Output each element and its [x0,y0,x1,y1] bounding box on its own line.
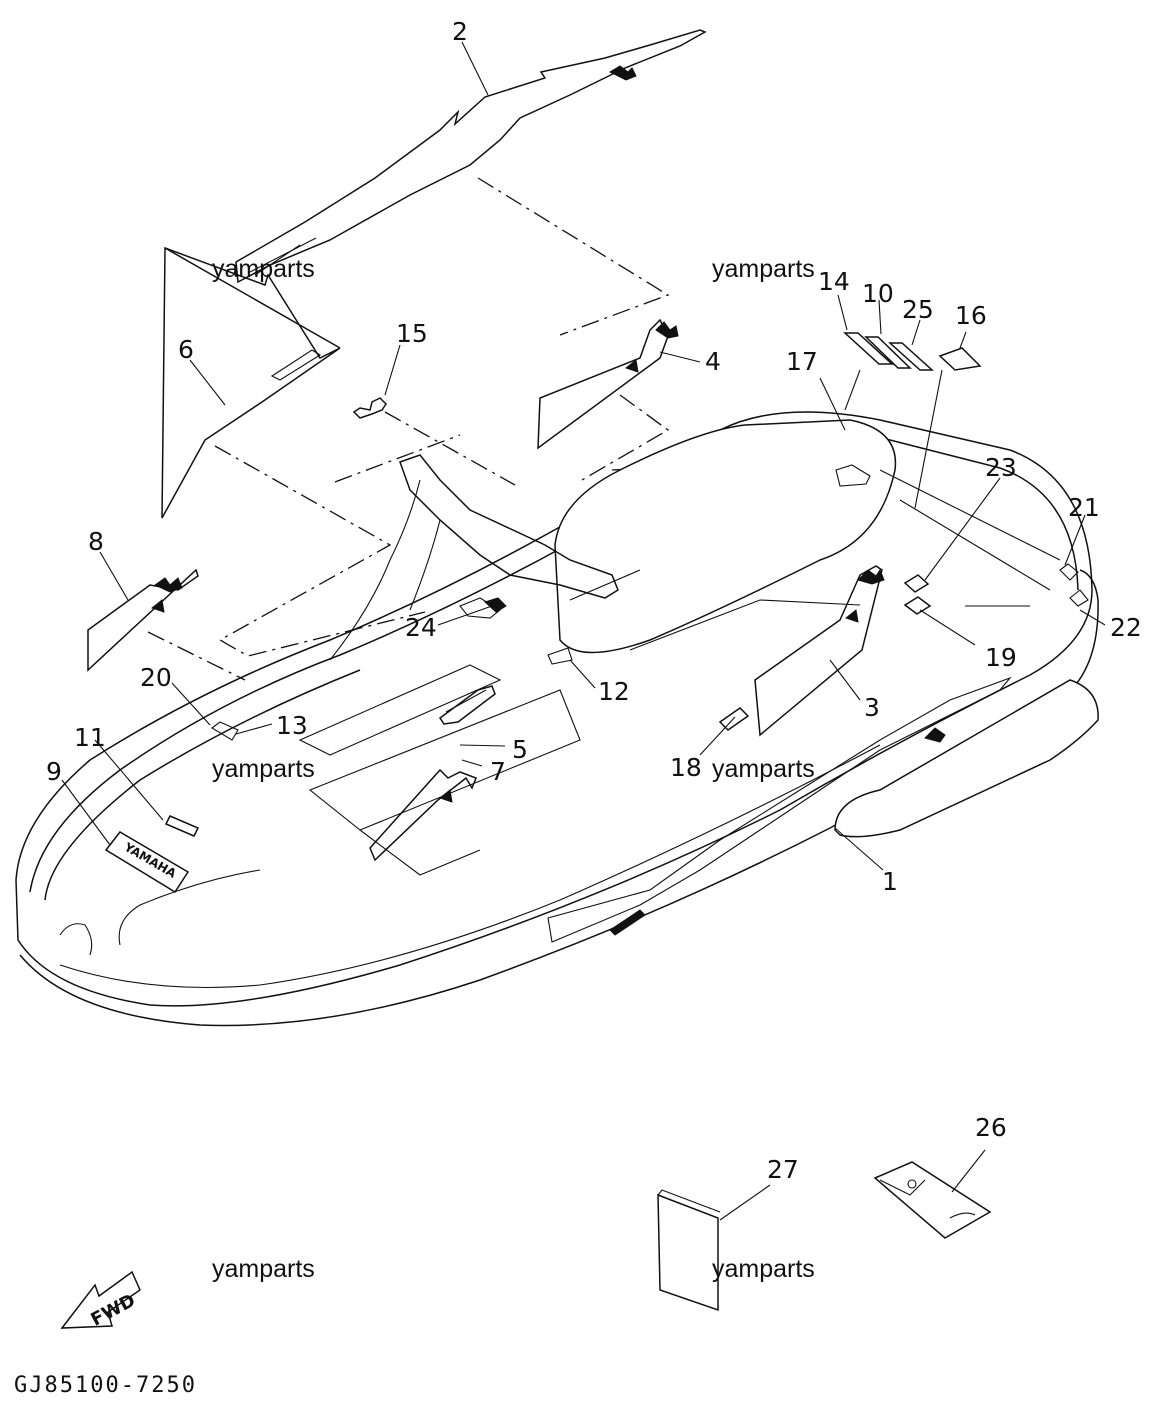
decal-4 [537,318,679,450]
part-label-14: 14 [818,267,850,296]
part-label-13: 13 [276,711,308,740]
part-label-7: 7 [490,757,506,786]
part-number-labels: 1 2 3 4 5 6 7 8 9 10 11 12 13 14 15 16 1… [46,17,1142,1184]
part-label-3: 3 [864,693,880,722]
part-label-21: 21 [1068,493,1100,522]
part-label-26: 26 [975,1113,1007,1142]
part-label-4: 4 [705,347,721,376]
decal-2 [235,29,707,284]
part-label-15: 15 [396,319,428,348]
part-label-2: 2 [452,17,468,46]
decal-6 [161,246,341,519]
drawing-code: GJ85100-7250 [14,1373,197,1398]
part-label-17: 17 [786,347,818,376]
part-label-19: 19 [985,643,1017,672]
leader-lines [61,41,1106,871]
part-label-22: 22 [1110,613,1142,642]
watermarks: yamparts yamparts yamparts yamparts yamp… [212,255,815,1283]
decal-15 [352,397,387,419]
part-27-manual [657,1184,771,1312]
part-label-10: 10 [862,279,894,308]
part-label-5: 5 [512,735,528,764]
part-label-23: 23 [985,453,1017,482]
watermark-text: yamparts [212,755,315,783]
part-label-12: 12 [598,677,630,706]
watermark-text: yamparts [712,1255,815,1283]
part-label-6: 6 [178,335,194,364]
part-label-9: 9 [46,757,62,786]
part-label-24: 24 [405,613,437,642]
watermark-text: yamparts [712,755,815,783]
part-label-11: 11 [74,723,106,752]
part-label-8: 8 [88,527,104,556]
fwd-arrow: FWD [60,1270,141,1331]
part-label-25: 25 [902,295,934,324]
part-label-1: 1 [882,867,898,896]
part-label-18: 18 [670,753,702,782]
part-26-pouch [873,1149,992,1239]
watermark-text: yamparts [712,255,815,283]
watermark-text: yamparts [212,1255,315,1283]
part-label-20: 20 [140,663,172,692]
part-label-27: 27 [767,1155,799,1184]
decals-14-10-25-16 [843,332,982,371]
part-label-16: 16 [955,301,987,330]
decal-8 [87,568,199,672]
watermark-text: yamparts [212,255,315,283]
watercraft-hull [15,411,1099,1027]
